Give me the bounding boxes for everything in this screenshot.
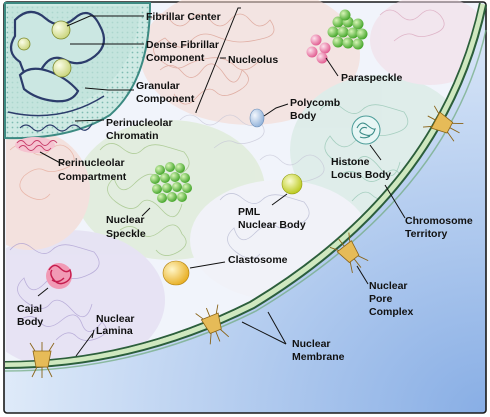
label-dense-fibrillar-component-line2: Component <box>146 52 205 64</box>
label-granular-component-line2: Component <box>136 93 195 105</box>
label-fibrillar-center: Fibrillar Center <box>146 11 221 23</box>
label-paraspeckle: Paraspeckle <box>341 72 402 84</box>
label-granular-component-line1: Granular <box>136 80 180 92</box>
fibrillar-center <box>51 20 71 40</box>
pml-nuclear-body <box>281 173 303 195</box>
label-nuclear-lamina-line2: Lamina <box>96 325 133 337</box>
label-nuclear-speckle-line1: Nuclear <box>106 214 145 226</box>
perinucleolar-chromatin <box>19 123 93 132</box>
label-perinucleolar-chromatin-line1: Perinucleolar <box>106 117 173 129</box>
label-histone-locus-body-line2: Locus Body <box>331 169 391 181</box>
label-nuclear-pore-complex-line3: Complex <box>369 306 414 318</box>
label-nuclear-membrane-line2: Membrane <box>292 351 345 363</box>
label-perinucleolar-compartment-line2: Compartment <box>58 171 127 183</box>
label-perinucleolar-chromatin-line2: Chromatin <box>106 130 159 142</box>
label-nuclear-lamina-line1: Nuclear <box>96 313 135 325</box>
label-pml-nuclear-body-line2: Nuclear Body <box>238 219 306 231</box>
label-dense-fibrillar-component-line1: Dense Fibrillar <box>146 39 219 51</box>
label-pml-nuclear-body-line1: PML <box>238 206 261 218</box>
nuclear-speckle <box>150 162 192 203</box>
nuclear-pore-complexes <box>29 105 464 378</box>
label-chromosome-territory-line1: Chromosome <box>405 215 473 227</box>
polycomb-body <box>249 108 265 128</box>
nucleolus <box>4 1 152 140</box>
label-clastosome: Clastosome <box>228 254 288 266</box>
cajal-body <box>46 263 72 289</box>
label-nuclear-pore-complex-line1: Nuclear <box>369 280 408 292</box>
paraspeckle <box>306 9 368 64</box>
leader-lines <box>37 7 406 357</box>
label-nuclear-speckle-line2: Speckle <box>106 228 146 240</box>
clastosome <box>162 260 190 286</box>
label-nuclear-pore-complex-line2: Pore <box>369 293 393 305</box>
label-cajal-body-line1: Cajal <box>17 303 42 315</box>
label-nucleolus: Nucleolus <box>228 54 278 66</box>
label-polycomb-body-line1: Polycomb <box>290 97 340 109</box>
label-polycomb-body-line2: Body <box>290 110 316 122</box>
label-perinucleolar-compartment-line1: Perinucleolar <box>58 157 125 169</box>
histone-locus-body <box>351 115 381 145</box>
perinucleolar-compartment <box>15 137 58 153</box>
label-histone-locus-body-line1: Histone <box>331 156 370 168</box>
diagram-labels: Fibrillar Center Dense Fibrillar Compone… <box>17 11 473 363</box>
label-nuclear-membrane-line1: Nuclear <box>292 338 331 350</box>
label-chromosome-territory-line2: Territory <box>405 228 448 240</box>
label-cajal-body-line2: Body <box>17 316 43 328</box>
